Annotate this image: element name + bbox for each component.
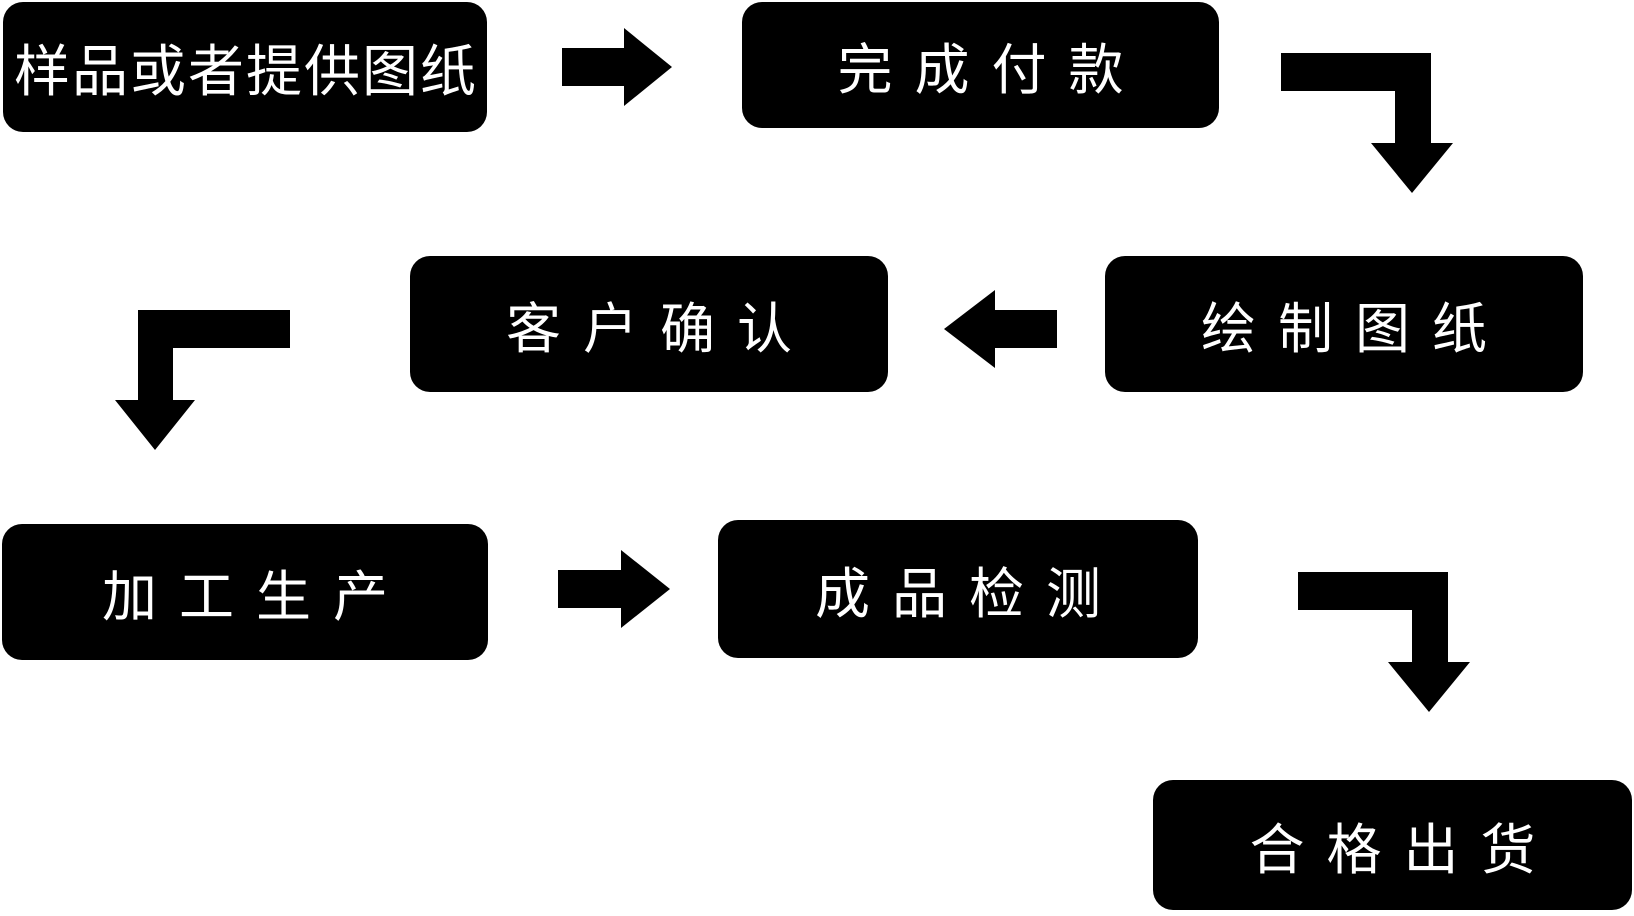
arrow-right-icon: [562, 28, 672, 106]
flow-node-sample-or-drawing: 样品或者提供图纸: [3, 2, 487, 132]
flow-node-customer-confirmation: 客户确认: [410, 256, 888, 392]
elbow-arrow-down-left-icon: [115, 310, 290, 450]
node-label: 样品或者提供图纸: [14, 39, 478, 105]
elbow-arrow-down-right-icon: [1298, 572, 1470, 712]
arrow-left-icon: [944, 290, 1057, 368]
node-label: 完成付款: [837, 38, 1146, 102]
node-label: 合格出货: [1249, 818, 1558, 882]
node-label: 客户确认: [505, 297, 814, 361]
flow-node-processing-production: 加工生产: [2, 524, 488, 660]
elbow-arrow-down-right-icon: [1281, 53, 1453, 193]
flow-node-draw-drawings: 绘制图纸: [1105, 256, 1583, 392]
arrow-right-icon: [558, 550, 670, 628]
flow-node-complete-payment: 完成付款: [742, 2, 1219, 128]
flow-node-finished-product-inspection: 成品检测: [718, 520, 1198, 658]
node-label: 成品检测: [814, 562, 1123, 626]
node-label: 绘制图纸: [1200, 297, 1509, 361]
flow-node-qualified-shipment: 合格出货: [1153, 780, 1632, 910]
node-label: 加工生产: [101, 565, 410, 629]
